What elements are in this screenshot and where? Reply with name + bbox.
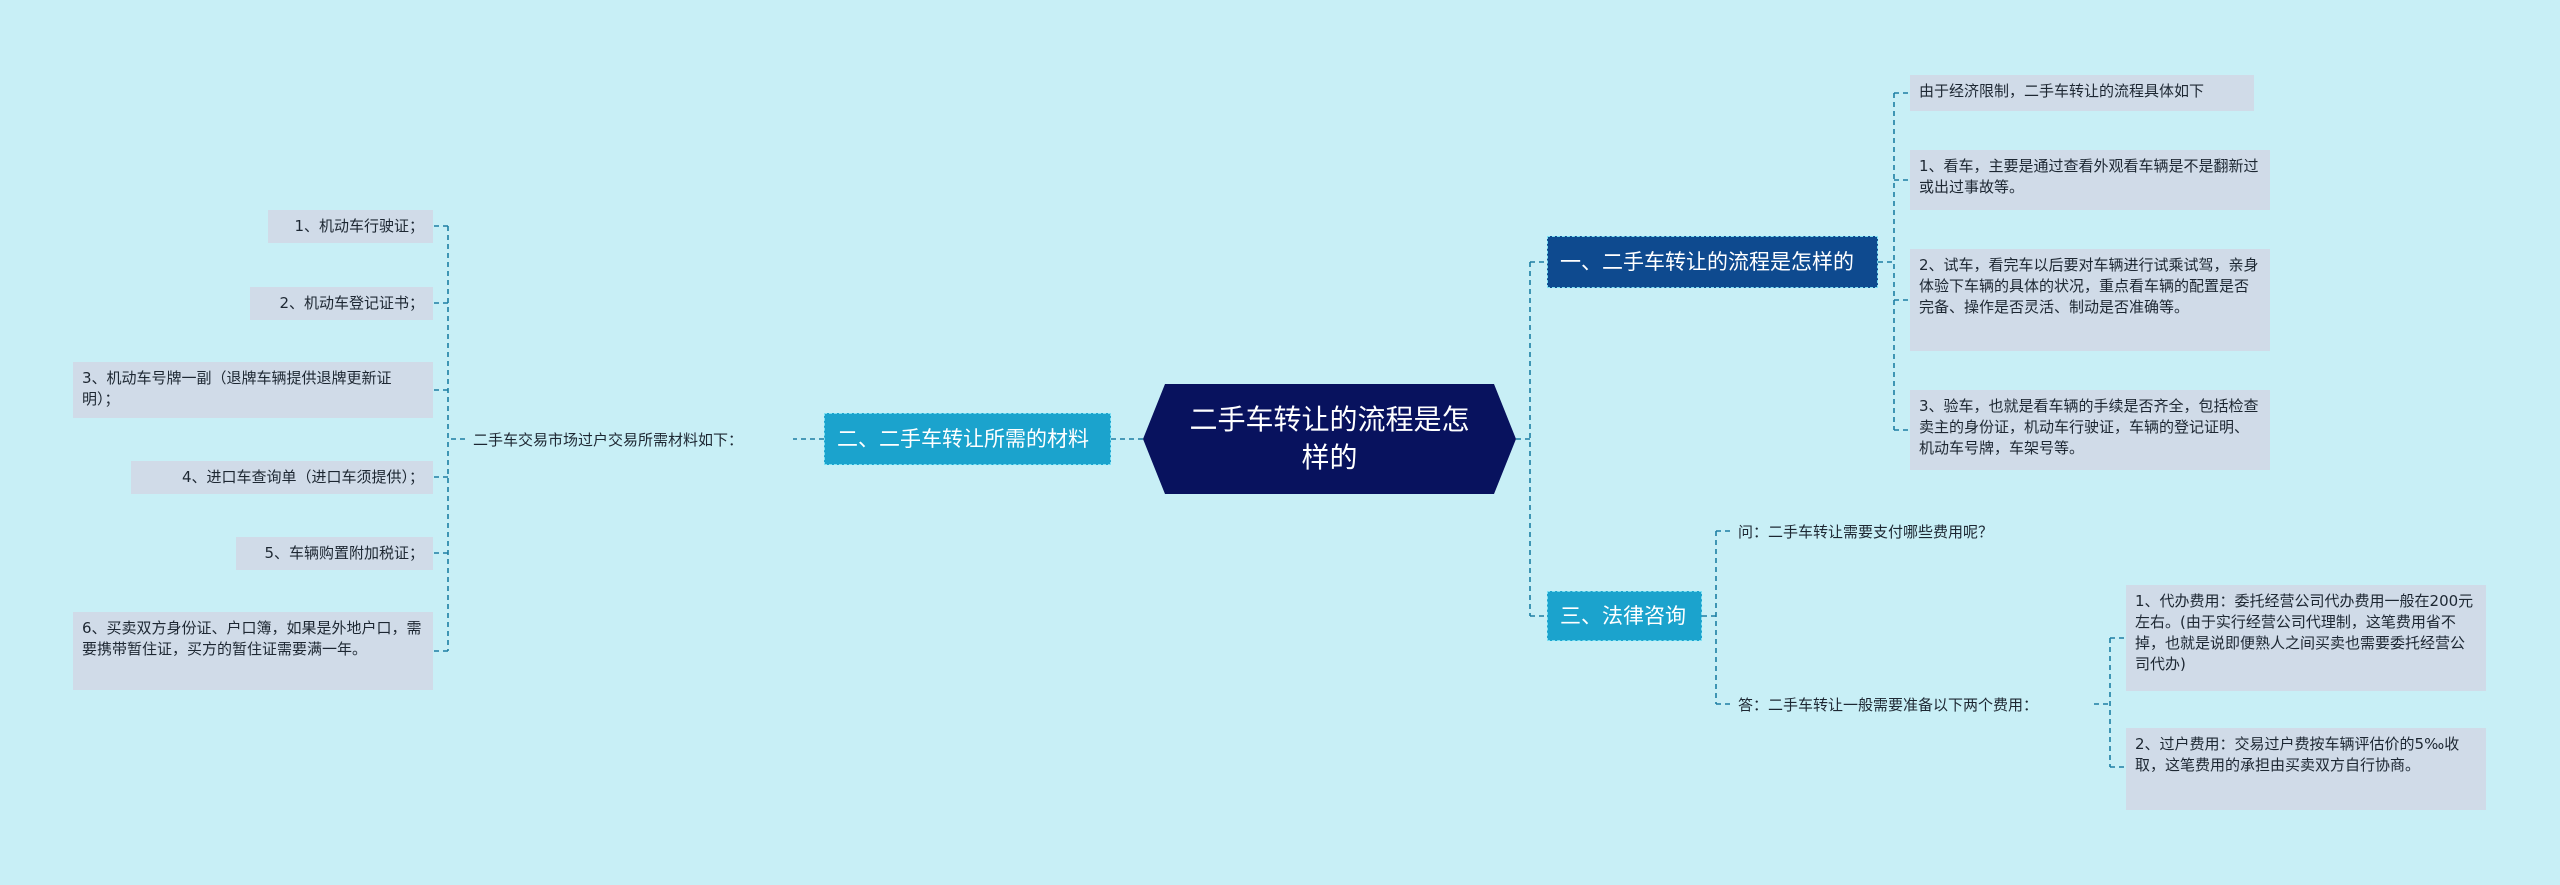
process-item-test-drive[interactable]: 2、试车，看完车以后要对车辆进行试乘试驾，亲身体验下车辆的具体的状况，重点看车辆…: [1910, 249, 2270, 351]
branch-legal[interactable]: 三、法律咨询: [1547, 591, 1702, 641]
process-item-view[interactable]: 1、看车，主要是通过查看外观看车辆是不是翻新过或出过事故等。: [1910, 150, 2270, 210]
root-topic[interactable]: 二手车转让的流程是怎样的: [1143, 384, 1516, 494]
material-item-2[interactable]: 2、机动车登记证书；: [250, 287, 433, 320]
material-item-4[interactable]: 4、进口车查询单（进口车须提供）；: [131, 461, 433, 494]
material-item-6[interactable]: 6、买卖双方身份证、户口簿，如果是外地户口，需要携带暂住证，买方的暂住证需要满一…: [73, 612, 433, 690]
branch-materials[interactable]: 二、二手车转让所需的材料: [824, 413, 1111, 465]
fee-transfer[interactable]: 2、过户费用：交易过户费按车辆评估价的5‰收取，这笔费用的承担由买卖双方自行协商…: [2126, 728, 2486, 810]
materials-intro[interactable]: 二手车交易市场过户交易所需材料如下：: [473, 431, 744, 449]
fee-agency[interactable]: 1、代办费用：委托经营公司代办费用一般在200元左右。(由于实行经营公司代理制，…: [2126, 585, 2486, 691]
process-item-intro[interactable]: 由于经济限制，二手车转让的流程具体如下: [1910, 75, 2254, 111]
process-item-inspect[interactable]: 3、验车，也就是看车辆的手续是否齐全，包括检查卖主的身份证，机动车行驶证，车辆的…: [1910, 390, 2270, 470]
legal-answer[interactable]: 答：二手车转让一般需要准备以下两个费用：: [1738, 696, 2039, 714]
branch-process[interactable]: 一、二手车转让的流程是怎样的: [1547, 236, 1878, 288]
legal-question[interactable]: 问：二手车转让需要支付哪些费用呢？: [1738, 523, 1994, 541]
material-item-5[interactable]: 5、车辆购置附加税证；: [236, 537, 433, 570]
material-item-3[interactable]: 3、机动车号牌一副（退牌车辆提供退牌更新证明）；: [73, 362, 433, 418]
material-item-1[interactable]: 1、机动车行驶证；: [268, 210, 433, 243]
